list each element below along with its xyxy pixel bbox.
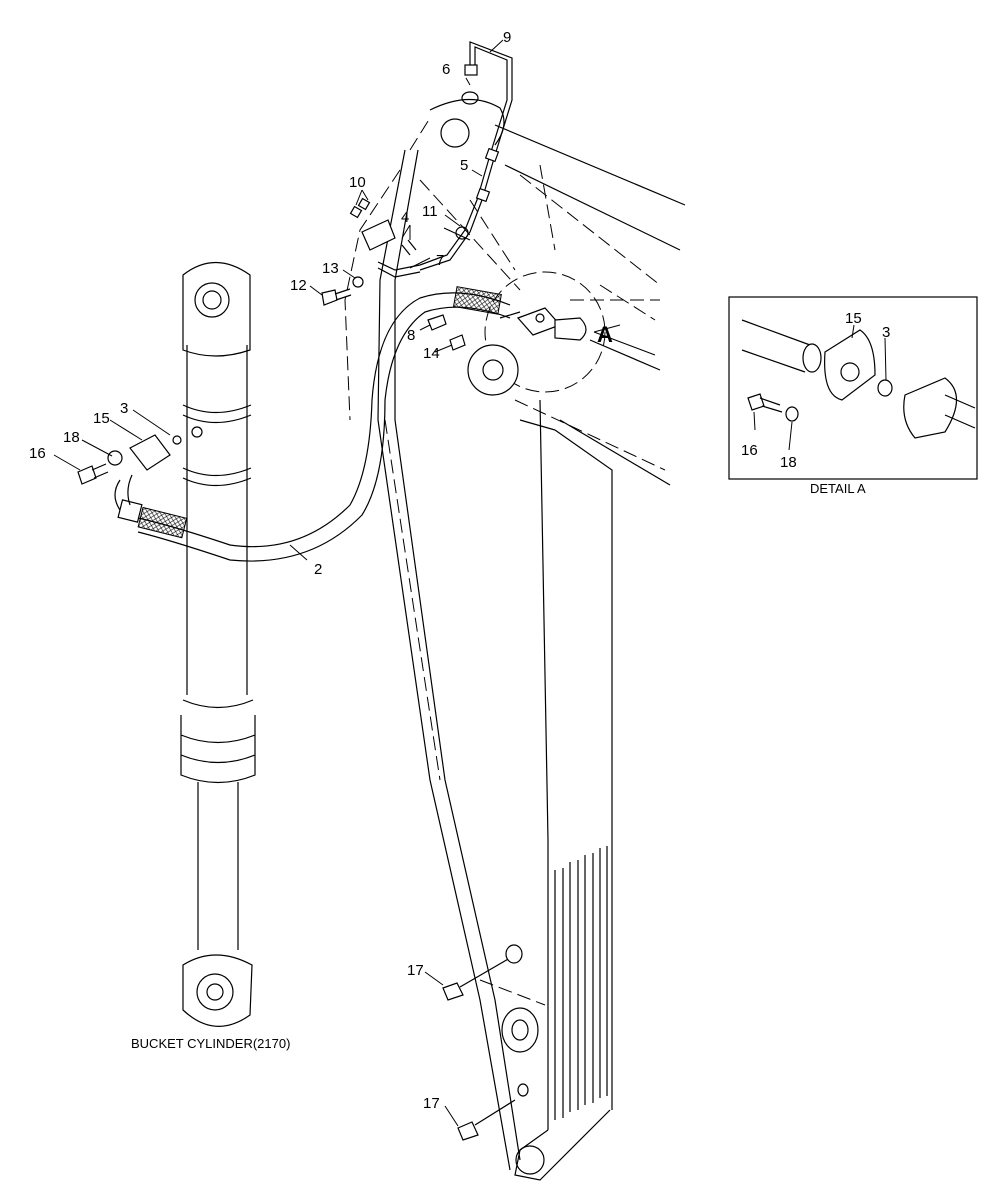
callouts: 9 6 5 10 4 11 7 12 13 8 14 A 2 3 15 18 1…	[29, 29, 890, 1112]
fitting-a	[499, 307, 587, 341]
arm-structure	[344, 98, 613, 1181]
boom-outline	[484, 124, 686, 486]
detail-marker-a: A	[597, 322, 613, 347]
callout-3-detail: 3	[882, 324, 890, 341]
callout-17-upper: 17	[407, 962, 424, 979]
callout-3-left: 3	[120, 400, 128, 417]
callout-15-left: 15	[93, 410, 110, 427]
detail-caption: DETAIL A	[810, 481, 866, 496]
callout-18-detail: 18	[780, 454, 797, 471]
detail-a-inset	[728, 296, 978, 480]
component-caption: BUCKET CYLINDER(2170)	[131, 1036, 290, 1051]
callout-7: 7	[436, 252, 444, 269]
callout-13: 13	[322, 260, 339, 277]
bucket-cylinder	[180, 262, 256, 1027]
callout-6: 6	[442, 61, 450, 78]
callout-9: 9	[503, 29, 511, 46]
callout-17-lower: 17	[423, 1095, 440, 1112]
callout-16-left: 16	[29, 445, 46, 462]
callout-2: 2	[314, 561, 322, 578]
callout-18-left: 18	[63, 429, 80, 446]
clamp-bracket	[349, 197, 471, 278]
hose-2	[114, 286, 511, 562]
pipe-9	[419, 41, 513, 271]
callout-8: 8	[407, 327, 415, 344]
callout-15-detail: 15	[845, 310, 862, 327]
callout-14: 14	[423, 345, 440, 362]
callout-5: 5	[460, 157, 468, 174]
callout-16-detail: 16	[741, 442, 758, 459]
callout-4: 4	[401, 209, 409, 226]
small-fittings	[77, 276, 523, 1141]
callout-12: 12	[290, 277, 307, 294]
callout-10: 10	[349, 174, 366, 191]
callout-11: 11	[422, 203, 438, 220]
leader-lines	[53, 39, 887, 1127]
